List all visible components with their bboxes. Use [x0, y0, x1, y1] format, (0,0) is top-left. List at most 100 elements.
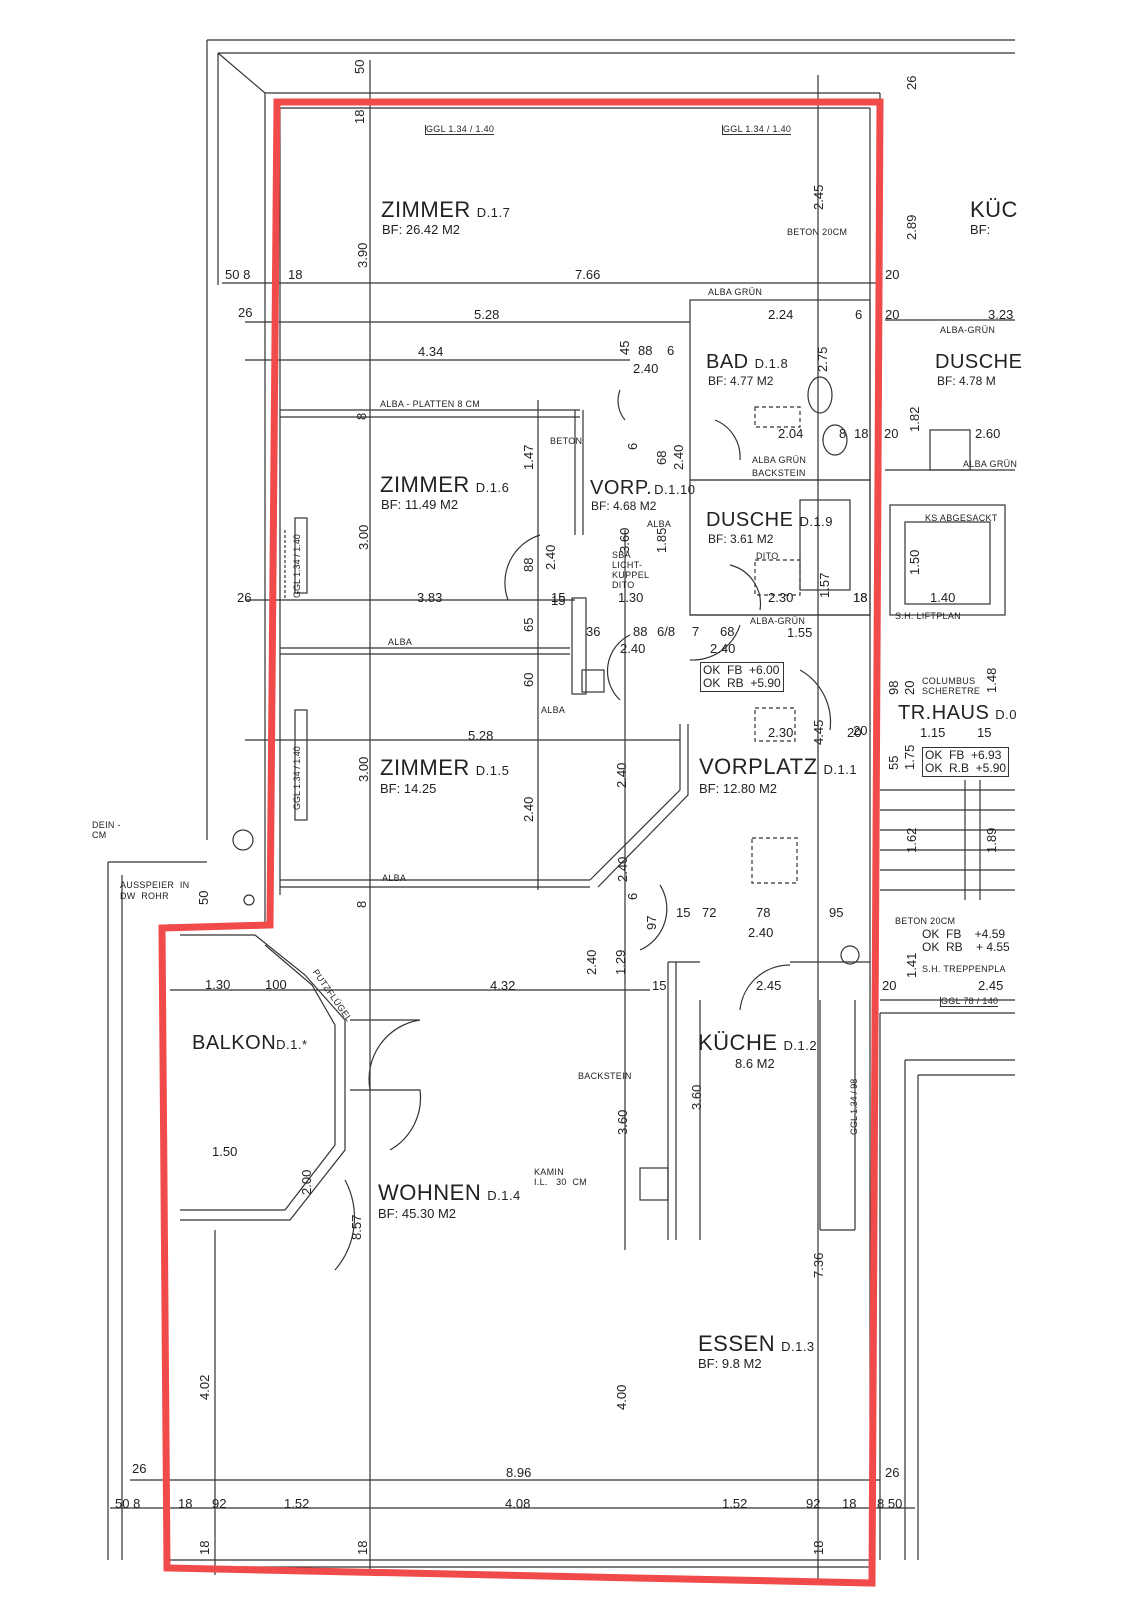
room-dusche-area: BF: 3.61 M2 [708, 532, 774, 546]
dim: 6 [667, 343, 675, 358]
dim: 2.24 [768, 307, 794, 322]
dim: 15 [551, 593, 566, 608]
dim: 50 8 [115, 1496, 141, 1511]
note-alba-gruen: ALBA GRÜN [752, 455, 807, 465]
dim: 1.30 [618, 590, 644, 605]
note-alba: ALBA [382, 873, 407, 883]
dim-v: 4.45 [811, 719, 826, 745]
dim: 1.40 [930, 590, 956, 605]
dim-v: 50 [196, 890, 211, 905]
note-ggl: GGL 1.34 / 1.40 [425, 124, 495, 135]
dim: 26 [885, 1465, 900, 1480]
dim: 15 [676, 905, 691, 920]
dim: 1.52 [284, 1496, 310, 1511]
dim-v: 3.60 [689, 1084, 704, 1110]
dim-v: 1.41 [904, 952, 919, 978]
dim-v: 2.40 [521, 796, 536, 822]
dim-v: 3.60 [615, 1109, 630, 1135]
room-zimmer-16-area: BF: 11.49 M2 [381, 497, 459, 512]
note-ggl: GGL 1.34 / 1.40 [292, 534, 302, 598]
dim-v: 18 [811, 1540, 826, 1555]
note-ggl: GGL 78 / 140 [940, 996, 999, 1007]
room-bad-area: BF: 4.77 M2 [708, 374, 774, 388]
room-kueche-area: 8.6 M2 [735, 1056, 775, 1071]
dim: 1.15 [920, 725, 946, 740]
walls [107, 39, 1015, 1580]
dim: 7.66 [575, 267, 601, 282]
dim: 72 [702, 905, 717, 920]
note-dito: DITO [756, 551, 779, 561]
dim-v: 2.40 [671, 444, 686, 470]
dim: 7 [692, 624, 700, 639]
dim-v: 4.02 [197, 1374, 212, 1400]
dim-v: 18 [197, 1540, 212, 1555]
dim-v: 8.57 [349, 1214, 364, 1240]
dim: 2.04 [778, 426, 804, 441]
room-vorp-area: BF: 4.68 M2 [591, 499, 657, 513]
dim: 92 [806, 1496, 821, 1511]
dim: 6 [855, 307, 863, 322]
note-ks-abgesackt: KS ABGESACKT [925, 513, 998, 523]
dim-v: 97 [644, 915, 659, 930]
note-alba-gruen: ALBA GRÜN [963, 459, 1018, 469]
dim-v: 6 [625, 442, 640, 450]
dim-v: 2.45 [811, 184, 826, 210]
note-ggl: GGL 1.34 / 1.40 [722, 124, 792, 135]
room-zimmer-15-area: BF: 14.25 [380, 781, 437, 796]
dim: 100 [265, 977, 287, 992]
dim: 2.40 [620, 641, 646, 656]
dim: 20 [885, 267, 900, 282]
dim: 95 [829, 905, 844, 920]
dim: 4.08 [505, 1496, 531, 1511]
dim: 36 [586, 624, 601, 639]
dim-v: 8 [354, 900, 369, 908]
note-beton: BETON 20CM [895, 916, 956, 926]
dim: 26 [237, 590, 252, 605]
dim: 2.30 [768, 590, 794, 605]
note-liftplan: S.H. LIFTPLAN [895, 611, 961, 621]
dim-v: 2.40 [584, 949, 599, 975]
dim: 15 [652, 978, 667, 993]
dim: 78 [756, 905, 771, 920]
dim-v: 1.62 [904, 827, 919, 853]
dim: 3.83 [417, 590, 443, 605]
note-ausspeier: AUSSPEIER IN DW ROHR [120, 880, 190, 901]
dim: 1.50 [212, 1144, 238, 1159]
dim: 2.40 [633, 361, 659, 376]
dim: 5.28 [468, 728, 494, 743]
note-alba: ALBA [388, 637, 413, 647]
room-wohnen-area: BF: 45.30 M2 [378, 1206, 457, 1221]
dim: 4.34 [418, 344, 444, 359]
dim: 2.40 [710, 641, 736, 656]
dim-v: 26 [904, 75, 919, 90]
dim: 20 [847, 725, 862, 740]
room-balkon: BALKOND.1.* [192, 1032, 308, 1054]
note-alba: ALBA [647, 519, 672, 529]
room-vorp: VORP.D.1.10 [590, 477, 696, 499]
dim: 5.28 [474, 307, 500, 322]
dim: 8 50 [877, 1496, 903, 1511]
dim-v: 4.00 [614, 1384, 629, 1410]
dim-v: 60 [521, 672, 536, 687]
dim: 3.23 [988, 307, 1014, 322]
dim: 18 [853, 590, 868, 605]
dim: 18 [854, 426, 869, 441]
dim-v: 2.00 [299, 1169, 314, 1195]
dim-v: 7.36 [811, 1252, 826, 1278]
note-sba: SBA LICHT- KUPPEL DITO [612, 550, 650, 590]
dim: 20 [882, 978, 897, 993]
room-vorplatz-area: BF: 12.80 M2 [699, 781, 778, 796]
dim: 2.60 [975, 426, 1001, 441]
room-essen-area: BF: 9.8 M2 [698, 1356, 762, 1371]
dim: 2.40 [748, 925, 774, 940]
dim: 8.96 [506, 1465, 532, 1480]
note-alba-platten: ALBA - PLATTEN 8 CM [380, 399, 481, 409]
note-beton: BETON [550, 436, 583, 446]
dim: 2.30 [768, 725, 794, 740]
note-beton: BETON 20CM [787, 227, 848, 237]
dim: 68 [720, 624, 735, 639]
note-alba-gruen: ALBA-GRÜN [940, 325, 996, 335]
dim-v: 2.40 [614, 762, 629, 788]
